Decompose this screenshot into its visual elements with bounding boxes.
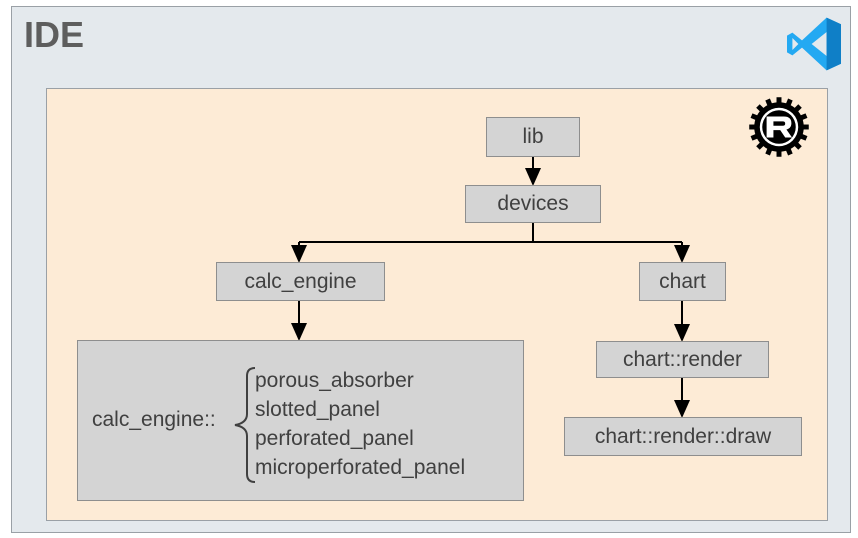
node-devices: devices	[465, 185, 601, 223]
module-item: porous_absorber	[255, 369, 414, 392]
calc-engine-modules-group	[77, 340, 524, 501]
node-chart-render-draw: chart::render::draw	[564, 417, 802, 456]
calc-engine-module-list: porous_absorber slotted_panel perforated…	[255, 366, 465, 482]
rust-logo-icon	[748, 96, 810, 158]
node-calc-engine: calc_engine	[216, 262, 385, 301]
ide-title: IDE	[24, 14, 85, 55]
node-lib: lib	[486, 117, 580, 157]
module-item: microperforated_panel	[255, 456, 466, 479]
module-item: slotted_panel	[255, 398, 380, 421]
node-chart-render: chart::render	[596, 341, 769, 378]
curly-brace-icon	[234, 367, 256, 483]
vscode-icon	[787, 17, 841, 71]
node-chart: chart	[639, 262, 726, 301]
module-item: perforated_panel	[255, 427, 414, 450]
calc-engine-prefix: calc_engine::	[92, 408, 216, 431]
